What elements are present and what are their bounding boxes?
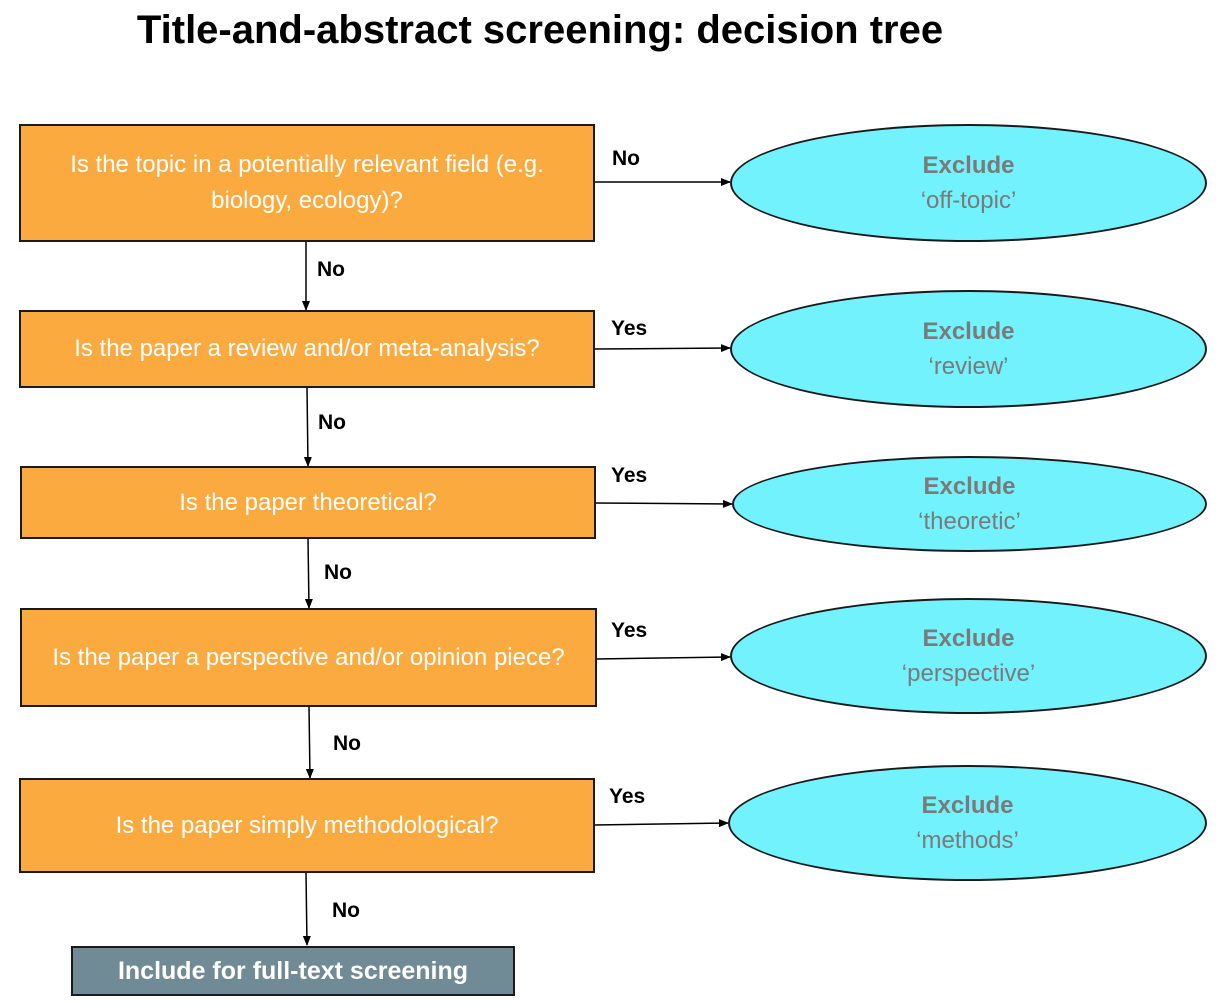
exclude-reason: ‘off-topic’ <box>920 187 1017 214</box>
question-text: Is the paper theoretical? <box>179 488 437 516</box>
exclude-review-ellipse: Exclude ‘review’ <box>730 290 1207 408</box>
exclude-reason: ‘perspective’ <box>901 660 1036 687</box>
arrow-down-4 <box>305 706 314 779</box>
question-text: Is the paper simply methodological? <box>115 811 499 839</box>
question-perspective-box: Is the paper a perspective and/or opinio… <box>20 608 597 707</box>
next-label-perspective: No <box>333 732 361 755</box>
branch-label-review: Yes <box>611 317 648 340</box>
exclude-off-topic-ellipse: Exclude ‘off-topic’ <box>730 124 1207 242</box>
branch-label-perspective: Yes <box>611 619 648 642</box>
exclude-perspective-ellipse: Exclude ‘perspective’ <box>730 598 1207 714</box>
branch-label-methodological: Yes <box>609 785 646 808</box>
arrow-right-3 <box>594 499 733 508</box>
question-topic-box: Is the topic in a potentially relevant f… <box>19 124 595 242</box>
question-review-box: Is the paper a review and/or meta-analys… <box>19 310 595 388</box>
next-label-topic: No <box>317 258 345 281</box>
question-methodological-box: Is the paper simply methodological? <box>19 778 595 873</box>
exclude-title: Exclude <box>923 473 1016 500</box>
question-text: Is the paper a review and/or meta-analys… <box>74 335 540 362</box>
question-theoretical-box: Is the paper theoretical? <box>20 466 596 539</box>
branch-label-topic: No <box>612 147 640 170</box>
exclude-title: Exclude <box>922 625 1015 652</box>
arrow-right-2 <box>593 344 731 353</box>
page-title: Title-and-abstract screening: decision t… <box>136 8 944 52</box>
exclude-reason: ‘review’ <box>928 353 1009 380</box>
arrow-right-4 <box>595 653 731 662</box>
arrow-down-3 <box>304 538 313 609</box>
question-text: Is the paper a perspective and/or opinio… <box>52 643 565 671</box>
branch-label-theoretical: Yes <box>611 464 648 487</box>
next-label-theoretical: No <box>324 561 352 584</box>
arrow-right-5 <box>593 819 729 828</box>
exclude-methods-ellipse: Exclude ‘methods’ <box>728 765 1207 881</box>
arrow-down-5 <box>302 872 311 946</box>
exclude-title: Exclude <box>922 152 1015 179</box>
exclude-reason: ‘methods’ <box>916 827 1019 854</box>
next-label-methodological: No <box>332 899 360 922</box>
exclude-reason: ‘theoretic’ <box>918 508 1021 535</box>
include-full-text-box: Include for full-text screening <box>71 946 515 996</box>
exclude-theoretic-ellipse: Exclude ‘theoretic’ <box>732 456 1207 552</box>
question-text: Is the topic in a potentially relevant f… <box>70 151 544 214</box>
arrow-down-2 <box>303 387 312 467</box>
exclude-title: Exclude <box>921 792 1014 819</box>
next-label-review: No <box>318 411 346 434</box>
exclude-title: Exclude <box>922 318 1015 345</box>
